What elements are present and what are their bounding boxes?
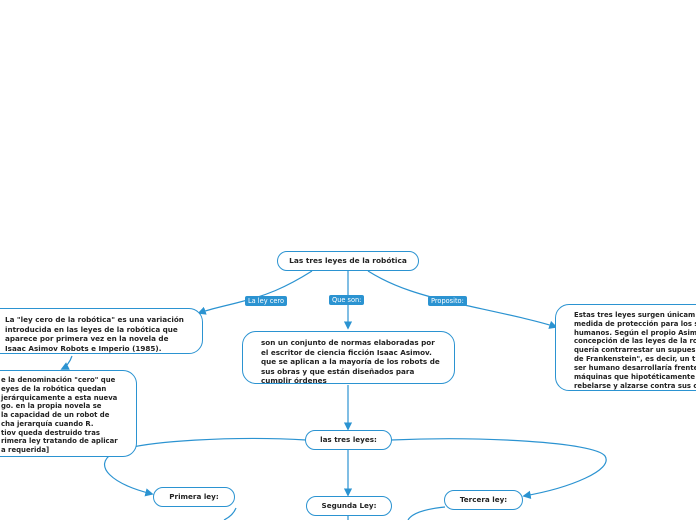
ley-cero-text: La "ley cero de la robótica" es una vari… [5, 315, 184, 353]
link-root-ley-cero [197, 270, 313, 315]
tres-leyes-node[interactable]: las tres leyes: [305, 430, 392, 450]
primera-ley-label: Primera ley: [169, 492, 219, 502]
link-tres-leyes-tercera [390, 438, 607, 499]
primera-ley-node[interactable]: Primera ley: [153, 487, 235, 507]
branch-label-ley-cero[interactable]: La ley cero [245, 296, 287, 306]
root-node[interactable]: Las tres leyes de la robótica [277, 251, 419, 271]
branch-label-que-son[interactable]: Que son: [329, 295, 365, 305]
tercera-ley-node[interactable]: Tercera ley: [444, 490, 523, 510]
proposito-node[interactable]: Estas tres leyes surgen únicam medida de… [555, 304, 696, 391]
link-primera-continuation [223, 507, 237, 520]
segunda-ley-node[interactable]: Segunda Ley: [306, 496, 392, 516]
root-label: Las tres leyes de la robótica [289, 256, 407, 266]
ley-cero-detail-text: e la denominación "cero" que eyes de la … [1, 376, 118, 455]
link-tercera-continuation [407, 506, 446, 520]
segunda-ley-label: Segunda Ley: [321, 501, 377, 511]
ley-cero-node[interactable]: La "ley cero de la robótica" es una vari… [0, 308, 203, 354]
tercera-ley-label: Tercera ley: [459, 495, 508, 505]
que-son-text: son un conjunto de normas elaboradas por… [261, 338, 440, 384]
ley-cero-detail-node[interactable]: e la denominación "cero" que eyes de la … [0, 370, 137, 457]
tres-leyes-label: las tres leyes: [320, 435, 377, 445]
branch-label-proposito[interactable]: Proposito: [428, 296, 467, 306]
proposito-text: Estas tres leyes surgen únicam medida de… [574, 311, 696, 390]
link-ley-cero-detail [60, 355, 73, 370]
que-son-node[interactable]: son un conjunto de normas elaboradas por… [242, 331, 455, 384]
